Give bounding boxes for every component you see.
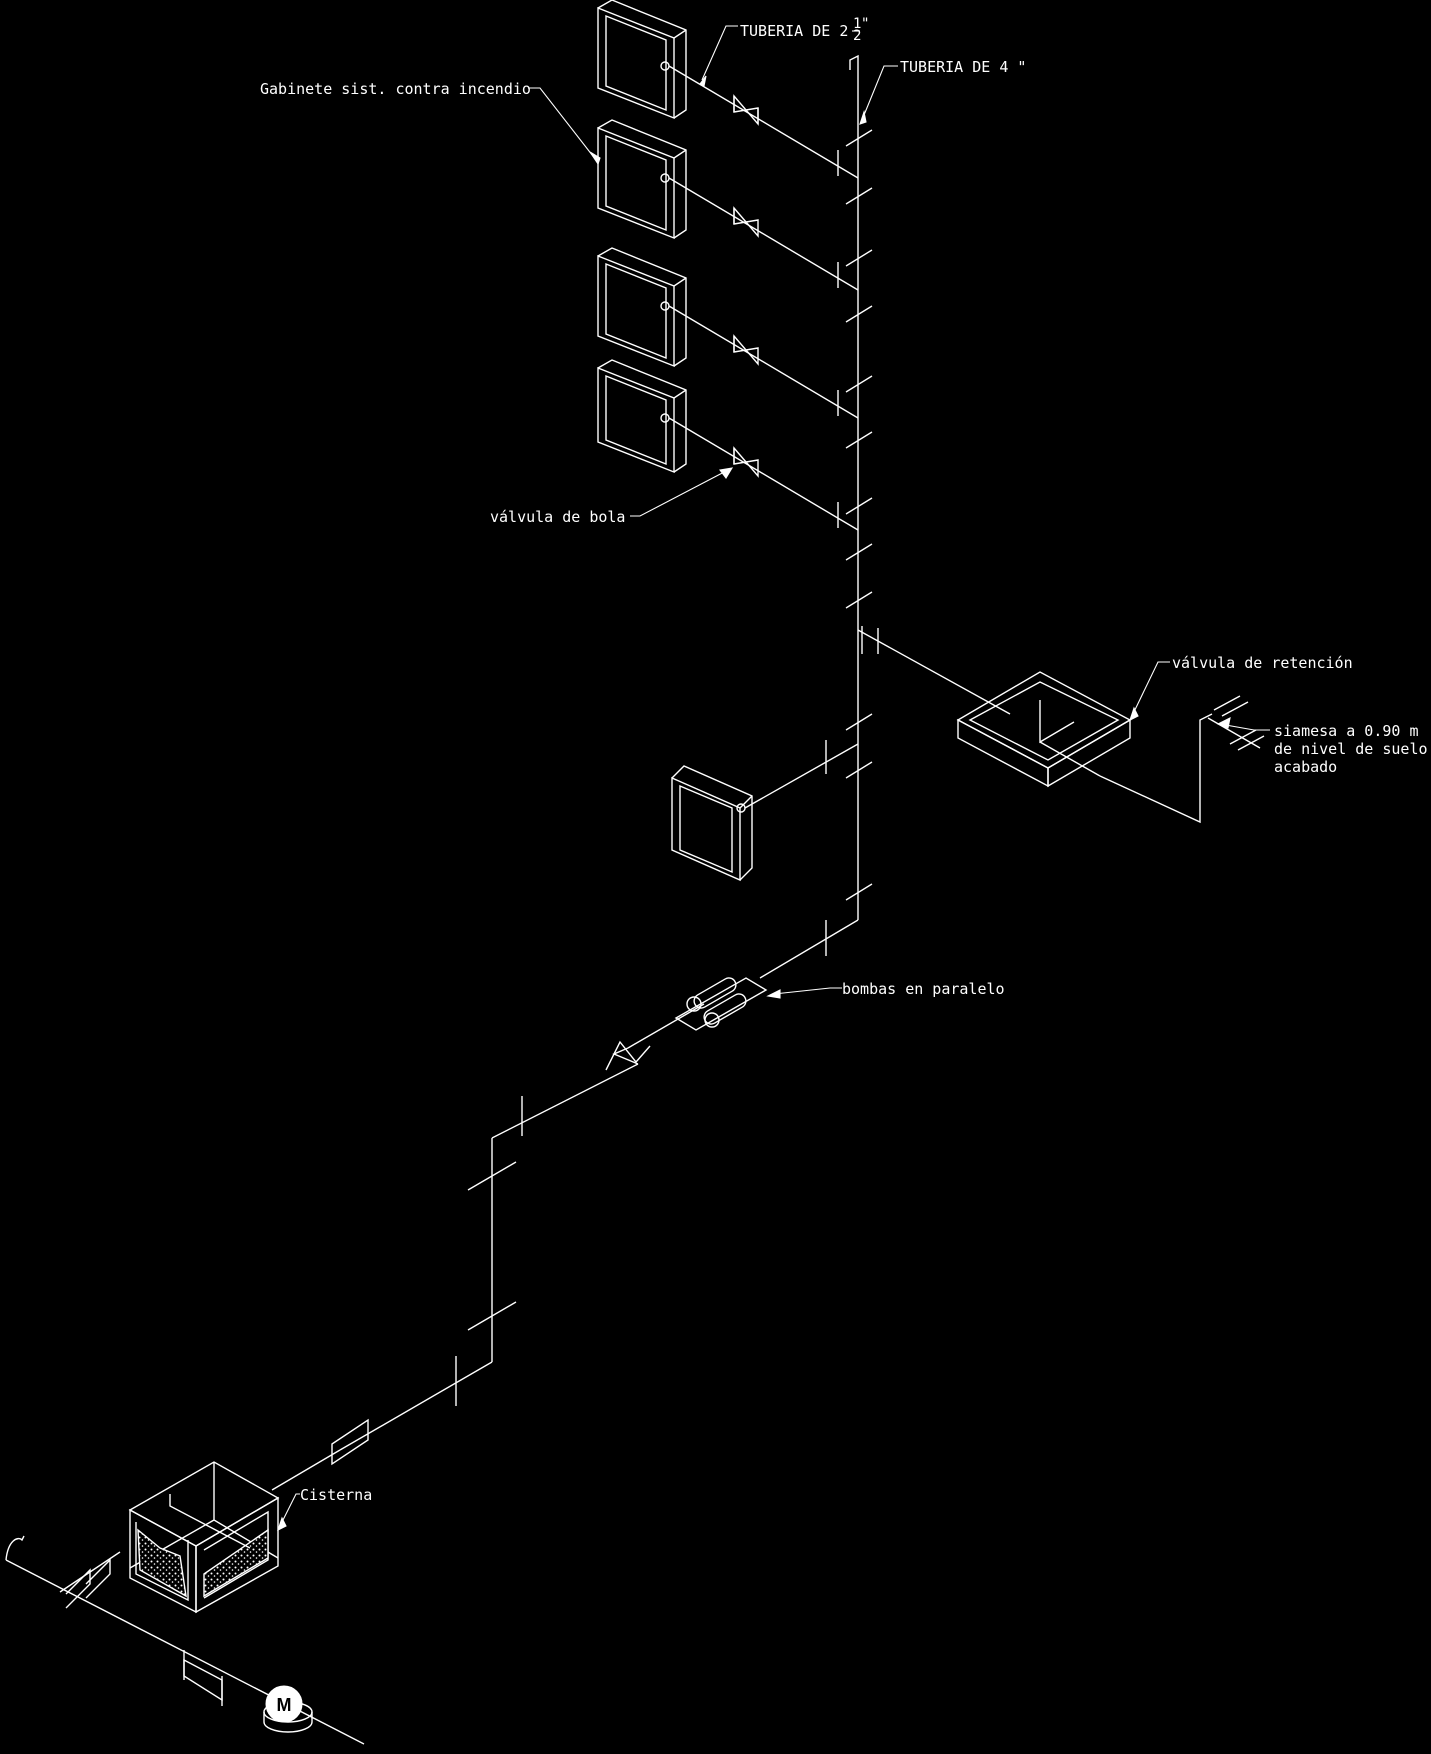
supply-pipe — [271, 1138, 517, 1491]
label-tuberia-2-inch: " — [861, 16, 869, 32]
label-bombas: bombas en paralelo — [842, 980, 1005, 998]
label-siamesa-2: de nivel de suelo — [1274, 740, 1428, 758]
pump-line — [491, 919, 859, 1139]
ball-valve-4 — [733, 446, 759, 478]
meter-label: M — [277, 1695, 292, 1715]
fire-cabinet-5 — [671, 765, 753, 882]
label-tuberia-4: TUBERIA DE 4 " — [900, 58, 1026, 76]
label-tuberia-2-frac-num: 1 — [853, 16, 861, 32]
fire-cabinet-1 — [597, 0, 687, 120]
siamese-connection-pipe — [1099, 695, 1265, 824]
check-valve-box — [956, 671, 1132, 788]
label-valvula-bola: válvula de bola — [490, 508, 625, 526]
label-cisterna: Cisterna — [300, 1486, 372, 1504]
riser-pipe-4in — [845, 54, 873, 920]
label-gabinete: Gabinete sist. contra incendio — [260, 80, 531, 98]
cistern — [128, 1461, 280, 1614]
fire-cabinet-4 — [597, 359, 687, 474]
label-siamesa-3: acabado — [1274, 758, 1337, 776]
retention-pipe — [857, 626, 1011, 715]
branch-pipes — [668, 65, 859, 809]
fire-cabinet-2 — [597, 119, 687, 240]
water-meter: M — [263, 1685, 313, 1733]
street-inlet — [5, 1535, 365, 1745]
leaders — [277, 25, 1270, 1532]
label-tuberia-2-frac-den: 2 — [853, 28, 861, 44]
label-valvula-retencion: válvula de retención — [1172, 654, 1353, 672]
fire-cabinet-3 — [597, 247, 687, 368]
label-tuberia-2: TUBERIA DE 2 — [740, 22, 848, 40]
ball-valve-1 — [733, 94, 759, 126]
label-siamesa-1: siamesa a 0.90 m — [1274, 722, 1419, 740]
ball-valve-2 — [733, 206, 759, 238]
ball-valve-3 — [733, 334, 759, 366]
parallel-pumps — [674, 977, 768, 1031]
